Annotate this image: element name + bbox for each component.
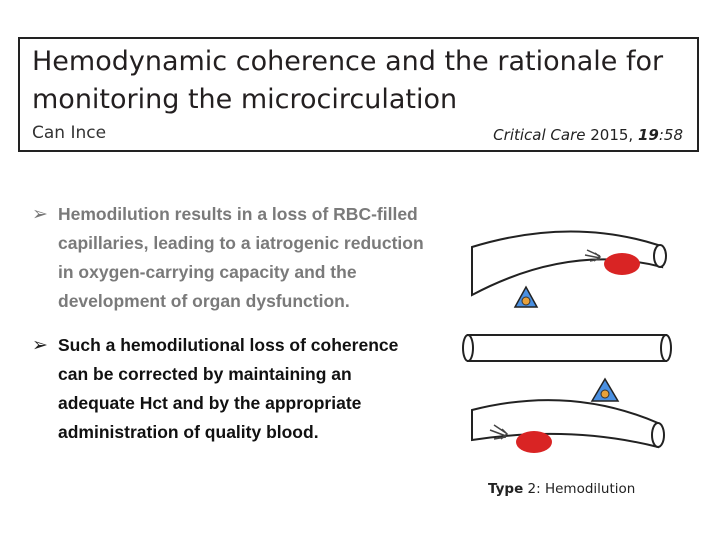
top-vessel [471, 230, 667, 297]
red-blood-cell [604, 253, 640, 275]
journal-name: Critical Care [493, 126, 586, 144]
red-blood-cell [516, 431, 552, 453]
caption-number: 2 [527, 481, 537, 497]
flow-arrow-icon [584, 249, 602, 262]
caption-label: : Hemodilution [536, 481, 636, 497]
arrow-bullet-icon: ➢ [32, 203, 48, 225]
bullet-list: ➢ Hemodilution results in a loss of RBC-… [32, 200, 432, 447]
journal-year: 2015, [590, 126, 634, 144]
bullet-text: Hemodilution results in a loss of RBC-fi… [58, 204, 424, 311]
diagram-caption: Type 2: Hemodilution [488, 481, 635, 497]
journal-volume: 19 [637, 126, 659, 144]
bullet-item: ➢ Hemodilution results in a loss of RBC-… [32, 200, 432, 316]
oxygen-carrier-triangle [513, 285, 539, 308]
oxygen-carrier-triangle [590, 377, 620, 402]
citation-box: Hemodynamic coherence and the rationale … [18, 37, 699, 152]
hemodilution-diagram [462, 230, 672, 453]
paper-title: Hemodynamic coherence and the rationale … [32, 46, 664, 115]
flow-arrow-icon [489, 424, 509, 440]
bottom-vessel [471, 399, 665, 449]
arrow-bullet-icon: ➢ [32, 334, 48, 356]
journal-citation: Critical Care 2015, 19:58 [493, 126, 683, 144]
caption-type: Type [488, 481, 524, 497]
paper-author: Can Ince [32, 123, 107, 143]
middle-vessel [462, 334, 672, 362]
bullet-text: Such a hemodilutional loss of coherence … [58, 335, 399, 442]
bullet-item: ➢ Such a hemodilutional loss of coherenc… [32, 331, 432, 447]
journal-page: :58 [658, 126, 683, 144]
